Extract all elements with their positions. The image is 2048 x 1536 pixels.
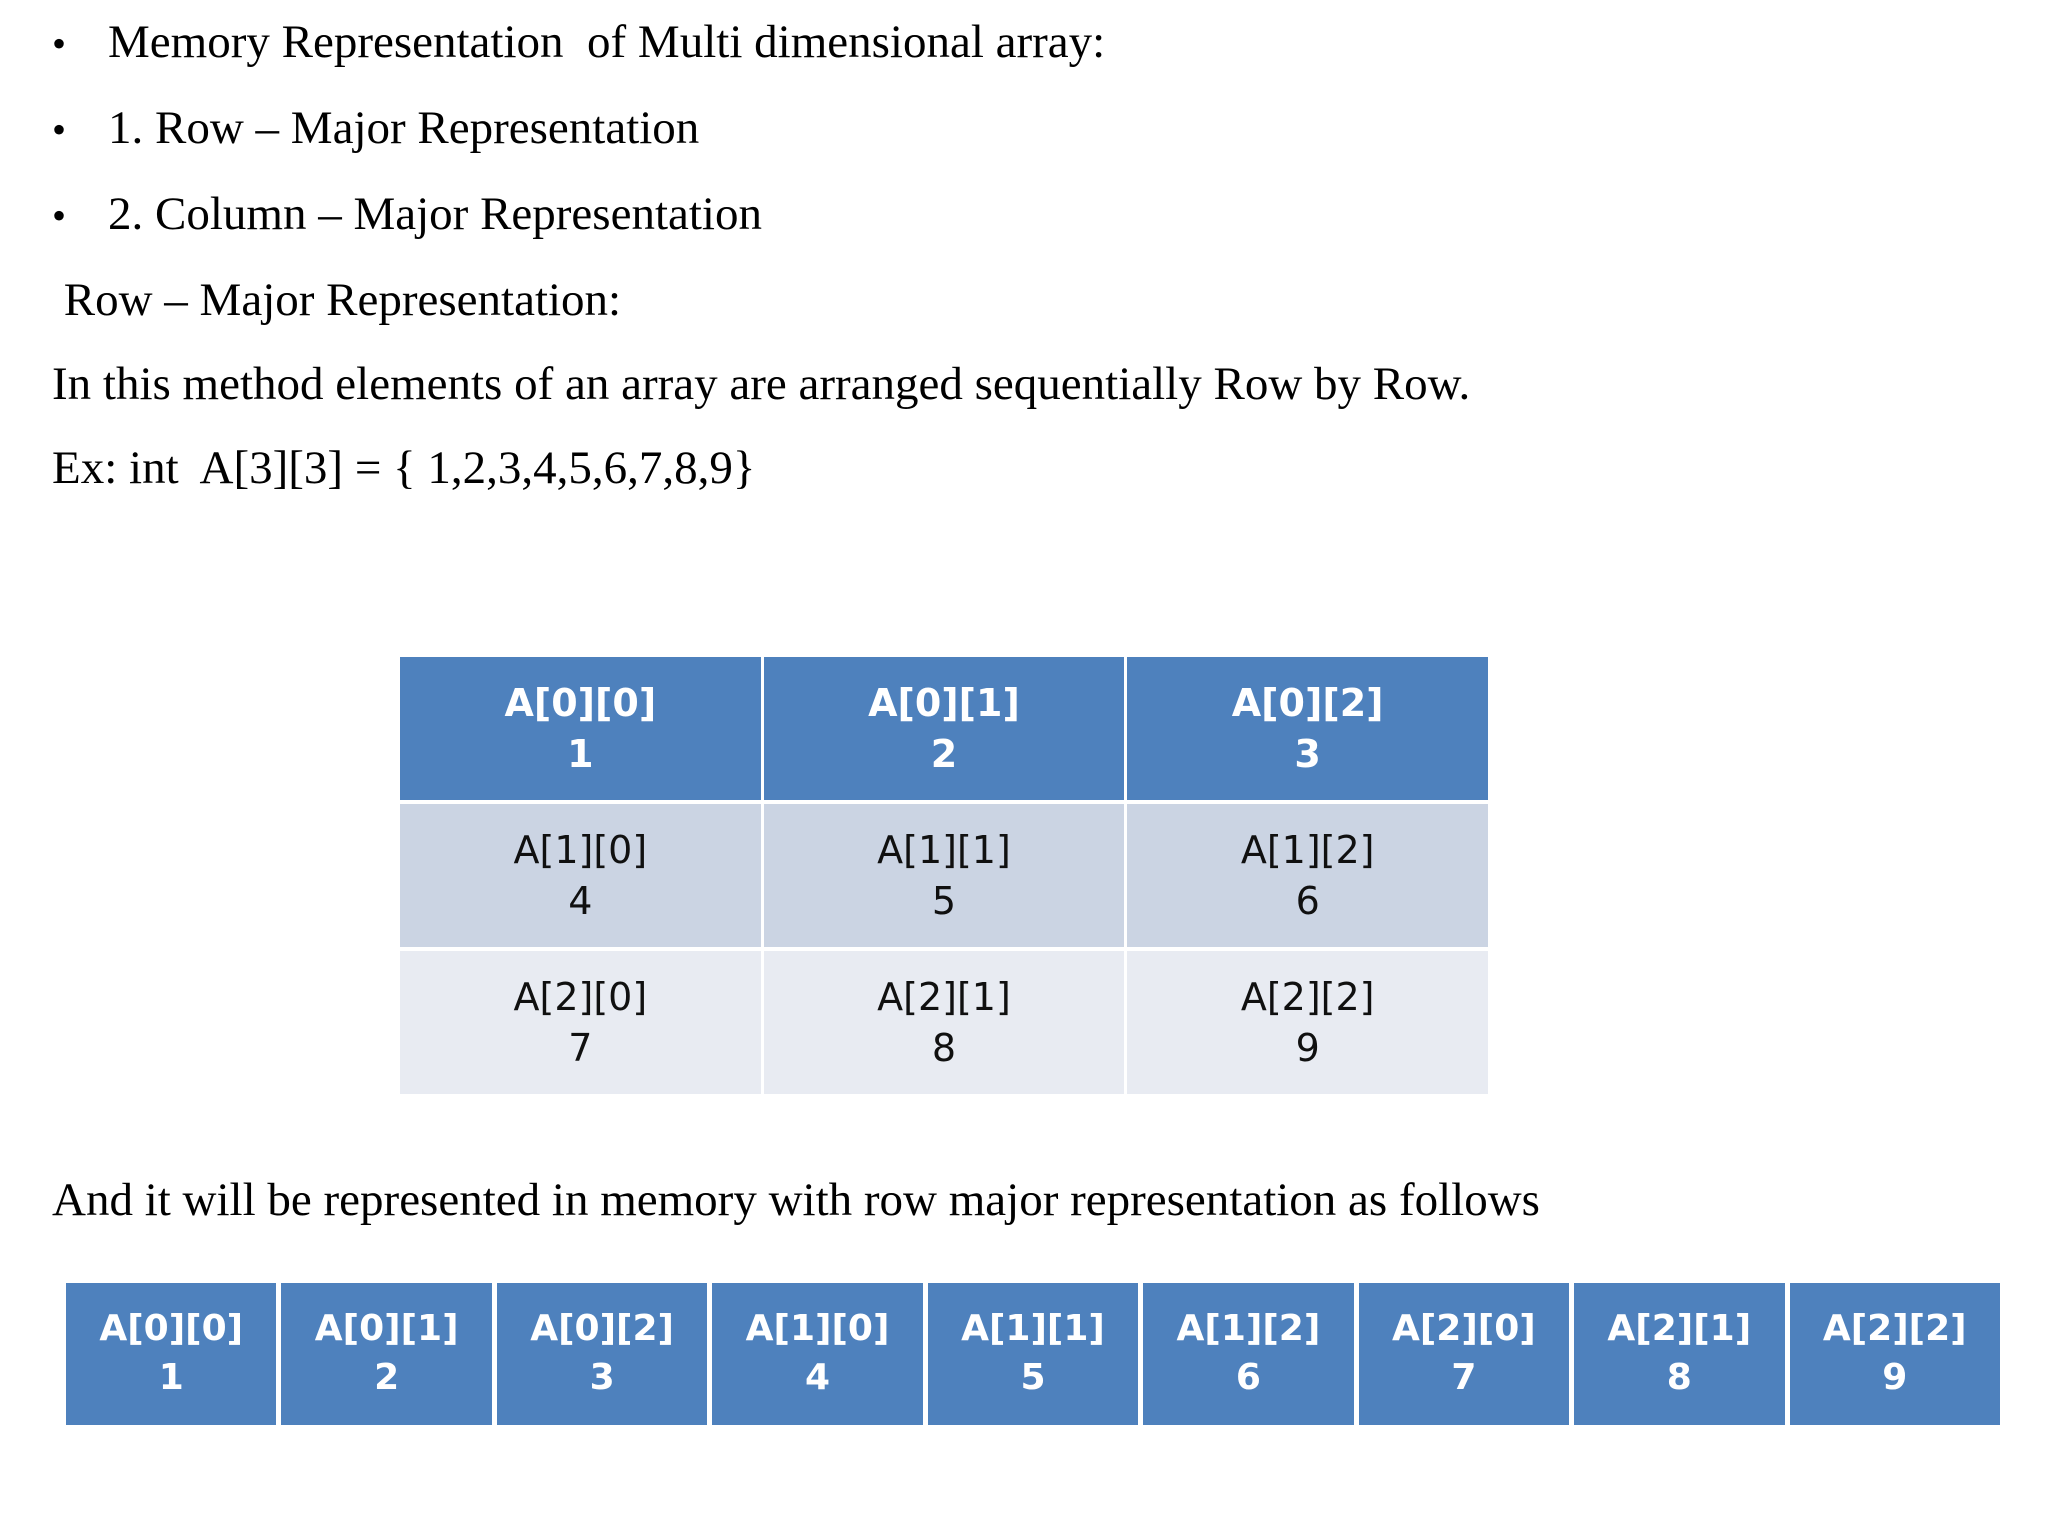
memory-cell-a21: A[2][1] 8 (1574, 1283, 1785, 1425)
memory-cell-a00: A[0][0] 1 (66, 1283, 277, 1425)
cell-index-label: A[2][1] (1607, 1308, 1752, 1350)
memory-cell-a20: A[2][0] 7 (1358, 1283, 1570, 1425)
bullet-line-3-text: 2. Column – Major Representation (108, 188, 762, 240)
table-cell-a12: A[1][2] 6 (1127, 804, 1488, 951)
cell-value-label: 5 (931, 878, 957, 923)
memory-cell-a02: A[0][2] 3 (496, 1283, 708, 1425)
bullet-line-1-text: Memory Representation of Multi dimension… (108, 16, 1106, 68)
cell-index-label: A[1][1] (961, 1308, 1105, 1350)
cell-value-label: 2 (374, 1357, 400, 1398)
cell-value-label: 4 (805, 1357, 831, 1398)
cell-value-label: 3 (589, 1357, 615, 1398)
bullet-dot-icon: • (52, 193, 67, 238)
cell-index-label: A[2][1] (877, 974, 1011, 1019)
bullet-line-1: • Memory Representation of Multi dimensi… (0, 0, 2048, 86)
table-cell-a21: A[2][1] 8 (763, 951, 1128, 1094)
cell-index-label: A[1][2] (1176, 1308, 1321, 1350)
memory-cell-a01: A[0][1] 2 (281, 1283, 492, 1425)
table-row: A[2][0] 7 A[2][1] 8 A[2][2] 9 (400, 951, 1488, 1094)
example-declaration-line: Ex: int A[3][3] = { 1,2,3,4,5,6,7,8,9} (52, 442, 756, 494)
bullet-line-2-text: 1. Row – Major Representation (108, 102, 700, 154)
bullet-dot-icon: • (52, 21, 67, 66)
cell-index-label: A[0][0] (504, 680, 657, 725)
cell-value-label: 1 (567, 731, 594, 776)
description-line: In this method elements of an array are … (52, 358, 1471, 410)
cell-value-label: 5 (1020, 1357, 1046, 1398)
table-cell-a11: A[1][1] 5 (763, 804, 1128, 951)
bullet-dot-icon: • (52, 107, 67, 152)
cell-value-label: 8 (931, 1025, 957, 1070)
cell-value-label: 2 (930, 731, 958, 776)
cell-index-label: A[0][2] (1231, 680, 1384, 725)
table-cell-a10: A[1][0] 4 (400, 804, 764, 951)
cell-index-label: A[1][0] (513, 827, 648, 872)
cell-index-label: A[0][2] (530, 1308, 674, 1350)
cell-value-label: 4 (568, 878, 593, 923)
table-cell-a01: A[0][1] 2 (763, 657, 1128, 804)
table-row: A[1][0] 4 A[1][1] 5 A[1][2] 6 (400, 804, 1488, 951)
cell-index-label: A[2][0] (513, 974, 648, 1019)
cell-value-label: 7 (1451, 1357, 1477, 1398)
table-cell-a22: A[2][2] 9 (1127, 951, 1488, 1094)
array-grid-table: A[0][0] 1 A[0][1] 2 A[0][2] 3 A[1][0] 4 … (400, 657, 1488, 1094)
memory-cell-a10: A[1][0] 4 (712, 1283, 923, 1425)
cell-index-label: A[1][1] (877, 827, 1011, 872)
cell-index-label: A[0][1] (868, 680, 1020, 725)
slide-text-block: • Memory Representation of Multi dimensi… (0, 0, 2048, 510)
cell-index-label: A[2][2] (1822, 1308, 1967, 1350)
table-cell-a20: A[2][0] 7 (400, 951, 764, 1094)
cell-value-label: 3 (1294, 731, 1321, 776)
cell-value-label: 8 (1666, 1357, 1692, 1398)
memory-cell-a12: A[1][2] 6 (1143, 1283, 1354, 1425)
bullet-line-3: • 2. Column – Major Representation (0, 172, 2048, 258)
cell-value-label: 9 (1295, 1025, 1320, 1070)
cell-value-label: 6 (1295, 878, 1320, 923)
cell-index-label: A[0][1] (314, 1308, 459, 1350)
memory-cell-a11: A[1][1] 5 (927, 1283, 1139, 1425)
cell-index-label: A[0][0] (99, 1308, 244, 1350)
cell-value-label: 1 (158, 1357, 184, 1398)
cell-index-label: A[1][2] (1240, 827, 1375, 872)
table-row: A[0][0] 1 A[0][1] 2 A[0][2] 3 (400, 657, 1488, 804)
memory-layout-caption: And it will be represented in memory wit… (52, 1174, 1540, 1226)
table-cell-a00: A[0][0] 1 (400, 657, 764, 804)
table-cell-a02: A[0][2] 3 (1127, 657, 1488, 804)
memory-cell-a22: A[2][2] 9 (1789, 1283, 2000, 1425)
cell-index-label: A[1][0] (745, 1308, 890, 1350)
section-heading-row-major: Row – Major Representation: (52, 274, 622, 326)
bullet-line-2: • 1. Row – Major Representation (0, 86, 2048, 172)
cell-value-label: 7 (568, 1025, 593, 1070)
linear-memory-strip: A[0][0] 1 A[0][1] 2 A[0][2] 3 A[1][0] 4 … (66, 1283, 2000, 1425)
cell-index-label: A[2][2] (1240, 974, 1375, 1019)
cell-value-label: 9 (1882, 1357, 1908, 1398)
cell-index-label: A[2][0] (1391, 1308, 1536, 1350)
cell-value-label: 6 (1235, 1357, 1261, 1398)
